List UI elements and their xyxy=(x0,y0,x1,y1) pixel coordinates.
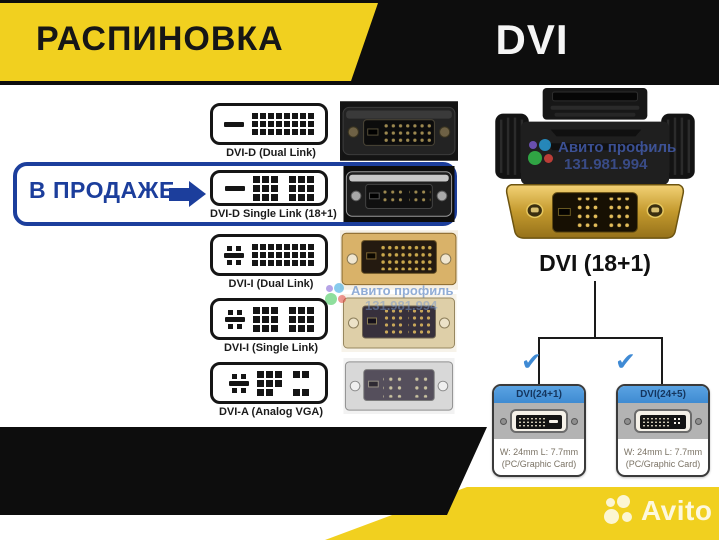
pin-diagram-box xyxy=(210,362,328,404)
pin-diagram-box xyxy=(210,170,328,206)
check-icon: ✔ xyxy=(521,347,542,376)
spec-card-dvi24-5: DVI(24+5) W: 24mm L: 7.7mm (PC/Graphic C… xyxy=(616,384,710,477)
mini-connector-icon xyxy=(510,409,568,433)
spec-card-dimensions: W: 24mm L: 7.7mm xyxy=(623,447,703,457)
pin-diagram-box xyxy=(210,298,328,340)
for-sale-label: В ПРОДАЖЕ xyxy=(29,177,175,203)
connector-photo xyxy=(340,294,458,357)
adapter-caption: DVI (18+1) xyxy=(539,250,651,276)
spec-card-subtitle: (PC/Graphic Card) xyxy=(501,459,577,469)
avito-logo-dots-icon xyxy=(604,495,636,527)
spec-card-title: DVI(24+1) xyxy=(494,386,584,403)
dvi-a-photo xyxy=(343,358,455,414)
pin-diagram-label: DVI-I (Dual Link) xyxy=(228,278,314,290)
bracket-drop-left xyxy=(538,337,540,386)
pinout-row: DVI-I (Single Link) xyxy=(210,294,462,360)
pin-diagram-label: DVI-D Single Link (18+1) xyxy=(210,208,337,220)
pinout-row: DVI-A (Analog VGA) xyxy=(210,358,462,424)
dvi-i-single-photo xyxy=(341,294,457,352)
screw-icon xyxy=(695,417,702,425)
dvi-d-dual-photo xyxy=(340,101,458,161)
spec-card-dvi24-1: DVI(24+1) W: 24mm L: 7.7mm (PC/Graphic C… xyxy=(492,384,586,477)
bracket-stem-line xyxy=(594,281,596,338)
spec-card-connector xyxy=(494,403,584,439)
spec-card-subtitle: (PC/Graphic Card) xyxy=(625,459,701,469)
bracket-drop-right xyxy=(661,337,663,386)
screw-icon xyxy=(571,417,578,425)
pin-diagram: DVI-A (Analog VGA) xyxy=(210,362,332,418)
analog-blade xyxy=(224,309,245,329)
mini-connector-icon xyxy=(634,409,692,433)
header-subject-title: DVI xyxy=(495,16,569,63)
connector-photo xyxy=(340,230,458,295)
pin-diagram-box xyxy=(210,234,328,276)
pinout-row: DVI-I (Dual Link) xyxy=(210,230,462,296)
connector-photo xyxy=(340,99,458,168)
connector-photo xyxy=(340,166,458,227)
pin-diagram-label: DVI-I (Single Link) xyxy=(223,342,319,354)
pin-diagram: DVI-D (Dual Link) xyxy=(210,103,332,159)
screw-icon xyxy=(500,417,507,425)
pin-diagram-label: DVI-A (Analog VGA) xyxy=(218,406,324,418)
avito-logo: Avito xyxy=(604,495,712,527)
header-yellow-banner xyxy=(0,3,378,81)
pin-diagram-box xyxy=(210,103,328,145)
spec-card-dimensions: W: 24mm L: 7.7mm xyxy=(499,447,579,457)
bracket-cross-line xyxy=(538,337,663,339)
dvi-i-dual-photo xyxy=(340,230,458,290)
analog-blade xyxy=(229,373,249,393)
pin-diagram-label: DVI-D (Dual Link) xyxy=(226,147,316,159)
connector-photo xyxy=(340,358,458,419)
spec-card-title: DVI(24+5) xyxy=(618,386,708,403)
screw-icon xyxy=(624,417,631,425)
bottom-black-band xyxy=(0,427,487,515)
analog-blade xyxy=(224,185,245,191)
pinout-row: DVI-D Single Link (18+1) xyxy=(210,166,462,232)
page-title: РАСПИНОВКА xyxy=(36,20,284,58)
spec-card-connector xyxy=(618,403,708,439)
pin-diagram: DVI-D Single Link (18+1) xyxy=(210,170,337,220)
pin-diagram: DVI-I (Single Link) xyxy=(210,298,332,354)
dvi-d-single-photo xyxy=(343,166,455,222)
pin-diagram: DVI-I (Dual Link) xyxy=(210,234,332,290)
pinout-row: DVI-D (Dual Link) xyxy=(210,99,462,165)
adapter-photo xyxy=(495,88,695,239)
analog-blade xyxy=(224,121,244,127)
analog-blade xyxy=(224,245,244,265)
check-icon: ✔ xyxy=(615,347,636,376)
avito-logo-text: Avito xyxy=(641,495,713,526)
